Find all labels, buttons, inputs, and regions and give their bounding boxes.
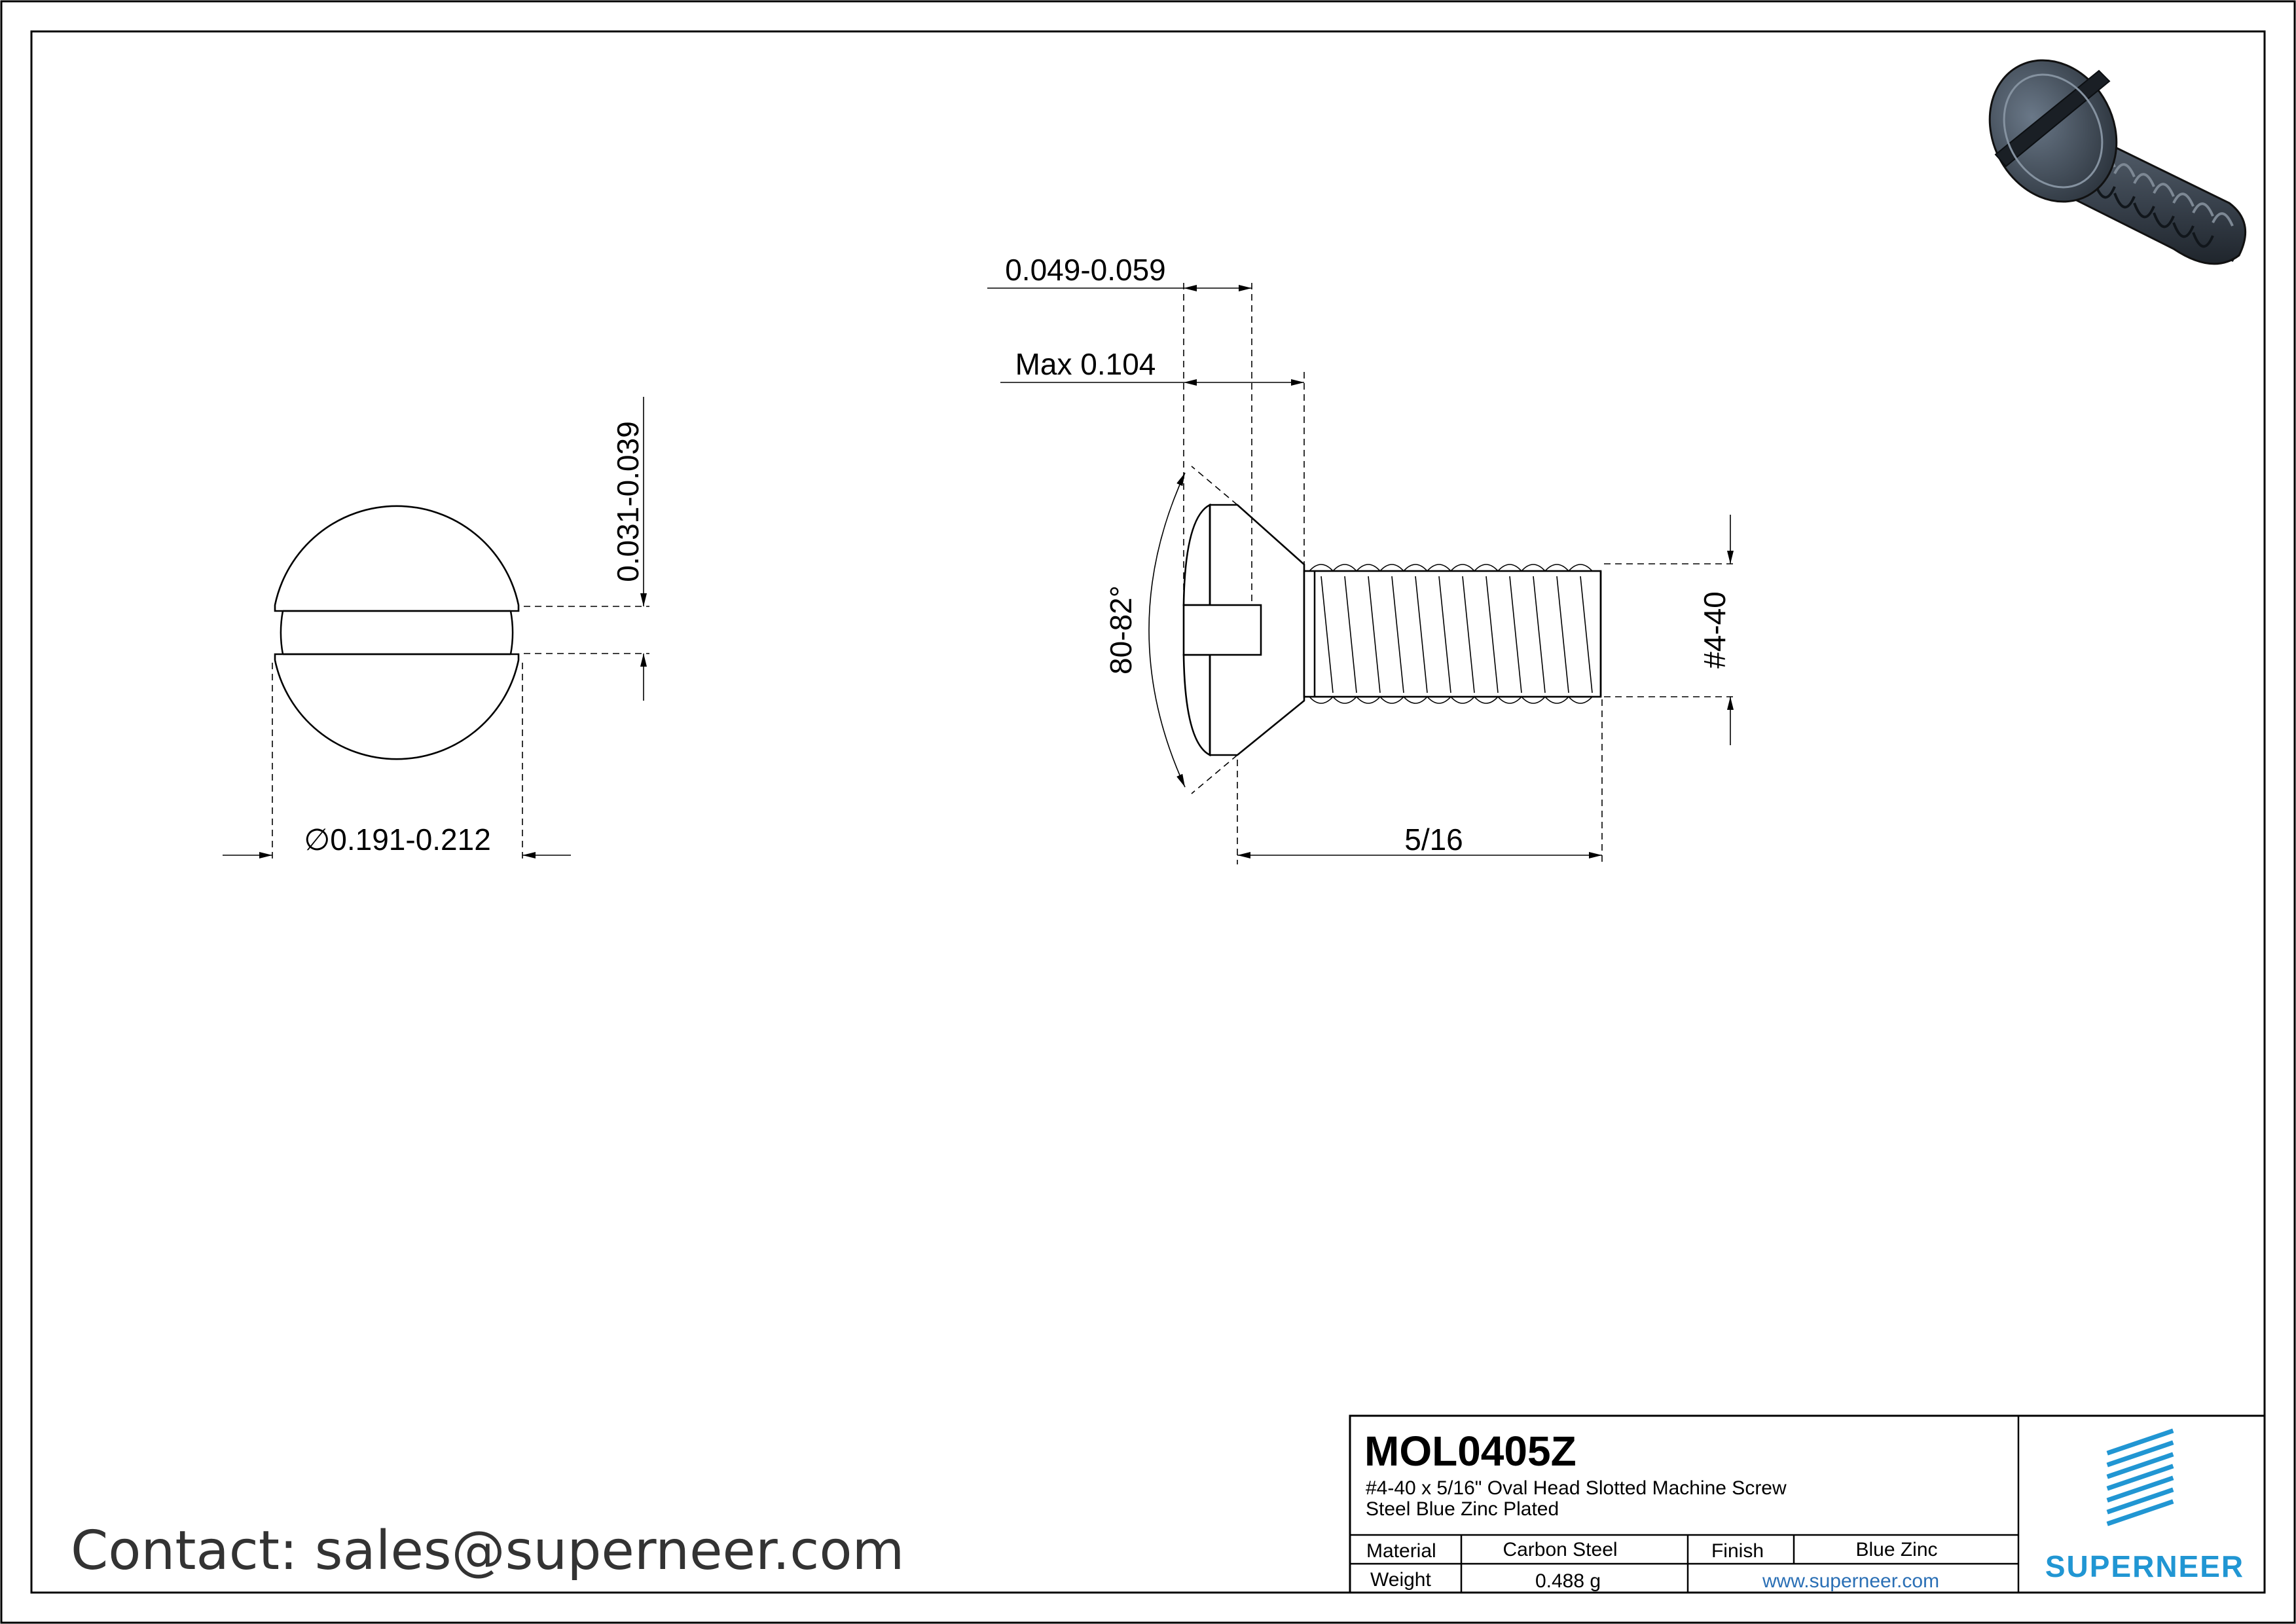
superneer-logo-icon	[2106, 1428, 2174, 1526]
description-line-1: #4-40 x 5/16" Oval Head Slotted Machine …	[1366, 1477, 1787, 1499]
material-value: Carbon Steel	[1503, 1539, 1617, 1560]
head-top-view	[274, 505, 520, 760]
head-diameter-label: ∅0.191-0.212	[304, 822, 491, 857]
slot-depth-label: 0.049-0.059	[1005, 253, 1166, 287]
head-height-label: Max 0.104	[1015, 347, 1156, 381]
head-angle-label: 80-82°	[1104, 585, 1138, 674]
weight-value: 0.488 g	[1535, 1570, 1601, 1592]
thread-label: #4-40	[1698, 591, 1732, 669]
screw-side-view	[1182, 503, 1602, 757]
description-line-2: Steel Blue Zinc Plated	[1366, 1498, 1559, 1520]
part-code: MOL0405Z	[1364, 1428, 1576, 1475]
head-angle-dimension: 80-82°	[1104, 466, 1238, 794]
slot-width-label: 0.031-0.039	[611, 421, 645, 582]
head-diameter-dimension: ∅0.191-0.212	[223, 663, 571, 863]
head-height-dimension: Max 0.104	[1000, 347, 1305, 564]
length-label: 5/16	[1404, 822, 1463, 857]
website-link[interactable]: www.superneer.com	[1762, 1570, 1939, 1592]
weight-label: Weight	[1370, 1569, 1431, 1591]
contact-email: Contact: sales@superneer.com	[71, 1520, 904, 1582]
brand-name: SUPERNEER	[2045, 1549, 2244, 1583]
screw-3d-render-icon	[1988, 59, 2247, 265]
title-block: MOL0405Z #4-40 x 5/16" Oval Head Slotted…	[1349, 1414, 2266, 1594]
thread-dimension: #4-40	[1604, 515, 1735, 745]
slot-width-dimension: 0.031-0.039	[524, 397, 649, 701]
slot-depth-dimension: 0.049-0.059	[987, 253, 1252, 602]
finish-label: Finish	[1711, 1540, 1764, 1562]
finish-value: Blue Zinc	[1855, 1539, 1937, 1560]
material-label: Material	[1366, 1540, 1436, 1562]
length-dimension: 5/16	[1237, 699, 1603, 864]
sheet-inner-border	[30, 30, 2266, 1594]
